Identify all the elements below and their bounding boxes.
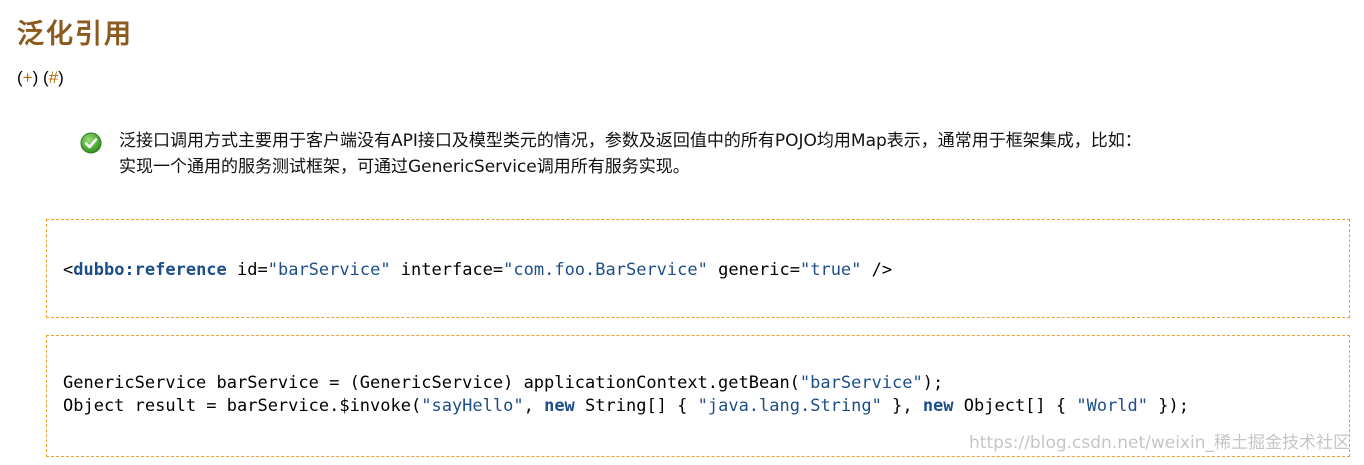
anchor-close-paren: ) [58,68,64,87]
note-line-1: 泛接口调用方式主要用于客户端没有API接口及模型类元的情况，参数及返回值中的所有… [119,131,1142,151]
anchor-links: (+) (#) [17,68,64,88]
code-line-2: Object result = barService.$invoke("sayH… [63,395,1349,418]
code-block-java: GenericService barService = (GenericServ… [46,335,1350,457]
code-token: id= [226,260,268,280]
code-token: Object result = barService.$invoke( [63,396,422,416]
code-string: "barService" [799,373,923,393]
code-token: interface= [390,260,504,280]
permalink-link[interactable]: # [48,68,59,87]
code-string: "com.foo.BarService" [503,260,708,280]
code-token: < [63,260,74,280]
code-string: "true" [799,260,862,280]
code-string: "barService" [267,260,391,280]
code-token: /> [861,260,893,280]
code-string: "World" [1076,396,1149,416]
code-block-xml: <dubbo:reference id="barService" interfa… [46,219,1350,318]
code-token: }); [1148,396,1189,416]
code-tag: dubbo:reference [73,260,227,280]
code-string: "sayHello" [421,396,524,416]
watermark: https://blog.csdn.net/weixin_稀土掘金技术社区 [969,433,1350,453]
page-title: 泛化引用 [17,19,133,50]
code-token: String[] { [574,396,698,416]
note-text: 泛接口调用方式主要用于客户端没有API接口及模型类元的情况，参数及返回值中的所有… [119,128,1319,180]
expand-link[interactable]: + [22,68,33,87]
anchor-open-paren: ( [17,68,23,87]
code-token: }, [881,396,923,416]
check-circle-icon [80,132,102,154]
code-line-1: GenericService barService = (GenericServ… [63,372,1349,395]
code-token: generic= [707,260,800,280]
code-string: "java.lang.String" [697,396,882,416]
note-line-2: 实现一个通用的服务测试框架，可通过GenericService调用所有服务实现。 [119,157,690,177]
code-token: , [523,396,545,416]
code-token: GenericService barService = (GenericServ… [63,373,800,393]
anchor-mid-paren: ) ( [32,68,49,87]
code-keyword: new [922,396,954,416]
code-token: ); [922,373,944,393]
code-keyword: new [544,396,575,416]
code-token: Object[] { [953,396,1077,416]
